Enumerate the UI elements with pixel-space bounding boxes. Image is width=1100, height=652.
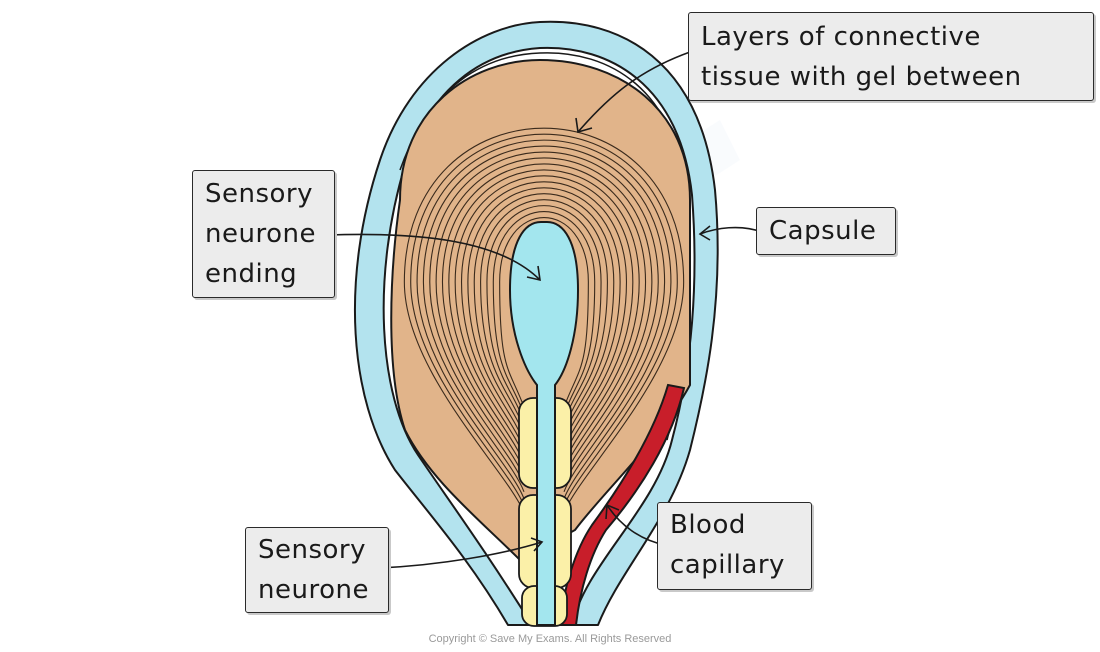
blood-capillary-vessel	[558, 383, 686, 626]
label-sensory-ending-line3: ending	[205, 259, 298, 289]
sensory-neurone-ending-shape	[508, 221, 580, 626]
lamella-line	[467, 187, 621, 443]
label-connective-tissue-line1: Layers of connective	[701, 22, 981, 52]
lamella-line	[422, 145, 666, 492]
label-blood-capillary: Blood capillary	[657, 502, 812, 590]
label-sensory-neurone-line2: neurone	[258, 575, 369, 605]
arrow-capsule	[699, 226, 763, 235]
label-blood-capillary-line1: Blood	[670, 510, 746, 540]
lamella-line	[499, 217, 589, 408]
arrowhead-blood-capillary	[605, 503, 620, 520]
arrowhead-capsule	[698, 225, 711, 241]
label-connective-tissue: Layers of connective tissue with gel bet…	[688, 12, 1094, 101]
label-sensory-neurone-line1: Sensory	[258, 535, 367, 565]
lamella-line	[492, 211, 596, 415]
arrow-connective-tissue	[577, 51, 691, 133]
lamella-line	[454, 175, 634, 457]
label-sensory-neurone: Sensory neurone	[245, 527, 389, 613]
lamella-line	[448, 169, 640, 464]
lamella-line	[416, 139, 672, 500]
arrowhead-connective-tissue	[575, 117, 593, 134]
lamella-line	[403, 127, 685, 514]
copyright-text: Copyright © Save My Exams. All Rights Re…	[428, 633, 672, 645]
lamella-line	[441, 163, 647, 471]
label-connective-tissue-line2: tissue with gel between	[701, 62, 1022, 92]
arrowhead-sensory-neurone	[530, 537, 544, 552]
lamella-line	[473, 193, 615, 436]
label-sensory-ending-line2: neurone	[205, 219, 316, 249]
label-capsule: Capsule	[756, 207, 896, 255]
lamella-line	[429, 151, 659, 485]
lamella-line	[410, 133, 678, 507]
arrow-sensory-ending	[327, 233, 541, 281]
label-blood-capillary-line2: capillary	[670, 550, 785, 580]
label-capsule-text: Capsule	[769, 216, 877, 246]
label-sensory-ending-line1: Sensory	[205, 179, 314, 209]
arrowhead-sensory-ending	[526, 265, 541, 282]
arrow-sensory-neurone	[379, 541, 543, 569]
lamella-line	[460, 181, 628, 450]
lamella-line	[435, 157, 653, 478]
label-sensory-neurone-ending: Sensory neurone ending	[192, 170, 335, 298]
